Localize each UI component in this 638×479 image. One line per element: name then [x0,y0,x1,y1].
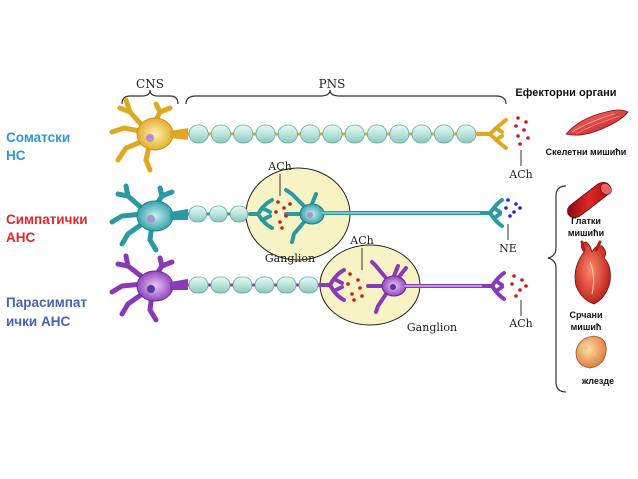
ach-parasympathetic-ganglion-label: ACh [349,234,373,247]
parasympathetic-post-nucleus [390,284,396,290]
smooth-muscle-label-1: Глатки [571,216,601,226]
ne-sympathetic-label: NE [499,242,517,255]
sympathetic-post-nucleus [307,212,313,218]
ne-vesicles-sympathetic [504,198,522,218]
cns-brace [121,89,179,105]
ganglion-parasympathetic-label: Ganglion [407,321,457,334]
effectors-title: Ефекторни органи [515,87,616,99]
smooth-muscle-label-2: мишићи [568,228,604,238]
sympathetic-label-line1: Симпатички [6,212,88,227]
parasympathetic-myelin-sheath [188,276,320,294]
ganglion-sympathetic-label: Ganglion [265,252,315,265]
pns-label: PNS [319,77,346,91]
sympathetic-myelin-sheath [188,205,250,223]
smooth-organs-brace [547,185,567,393]
skeletal-muscle-label: Скелетни мишићи [546,147,627,157]
heart-icon [574,240,611,305]
somatic-nucleus [146,134,154,142]
smooth-muscle-vessel-icon [567,182,612,218]
somatic-label-line1: Соматски [6,130,70,145]
parasympathetic-pre-nucleus [147,285,155,293]
row-label-parasympathetic: Парасимпат ички АНС [6,295,87,329]
ach-vesicles-parasympathetic-ganglion [346,272,364,302]
parasympathetic-preganglionic-neuron [109,253,346,323]
somatic-label-line2: НС [6,148,26,163]
sympathetic-label-line2: АНС [6,230,35,245]
row-label-sympathetic: Симпатички АНС [6,212,88,245]
pns-brace [185,89,507,105]
somatic-neuron [109,97,508,173]
row-label-somatic: Соматски НС [6,130,70,163]
cardiac-muscle-label-2: мишић [571,322,602,332]
cns-label: CNS [136,77,164,91]
ach-parasympathetic-label: ACh [508,317,532,330]
skeletal-muscle-icon [565,109,629,136]
parasympathetic-postganglionic-neuron [366,260,506,314]
ach-vesicles-parasympathetic [510,274,528,298]
ach-somatic-label: ACh [508,168,532,181]
ach-sympathetic-ganglion-label: ACh [267,160,291,173]
sympathetic-pre-nucleus [147,215,155,223]
ach-vesicles-somatic [514,116,530,146]
sympathetic-postganglionic-neuron [284,188,504,244]
parasympathetic-label-line2: ички АНС [6,314,70,329]
glands-label: жлезде [581,376,614,386]
gland-icon [575,335,607,369]
ach-vesicles-sympathetic-ganglion [274,200,292,230]
parasympathetic-label-line1: Парасимпат [6,295,87,310]
cardiac-muscle-label-1: Срчани [570,310,603,320]
somatic-myelin-sheath [188,124,478,144]
sympathetic-preganglionic-neuron [109,183,274,253]
